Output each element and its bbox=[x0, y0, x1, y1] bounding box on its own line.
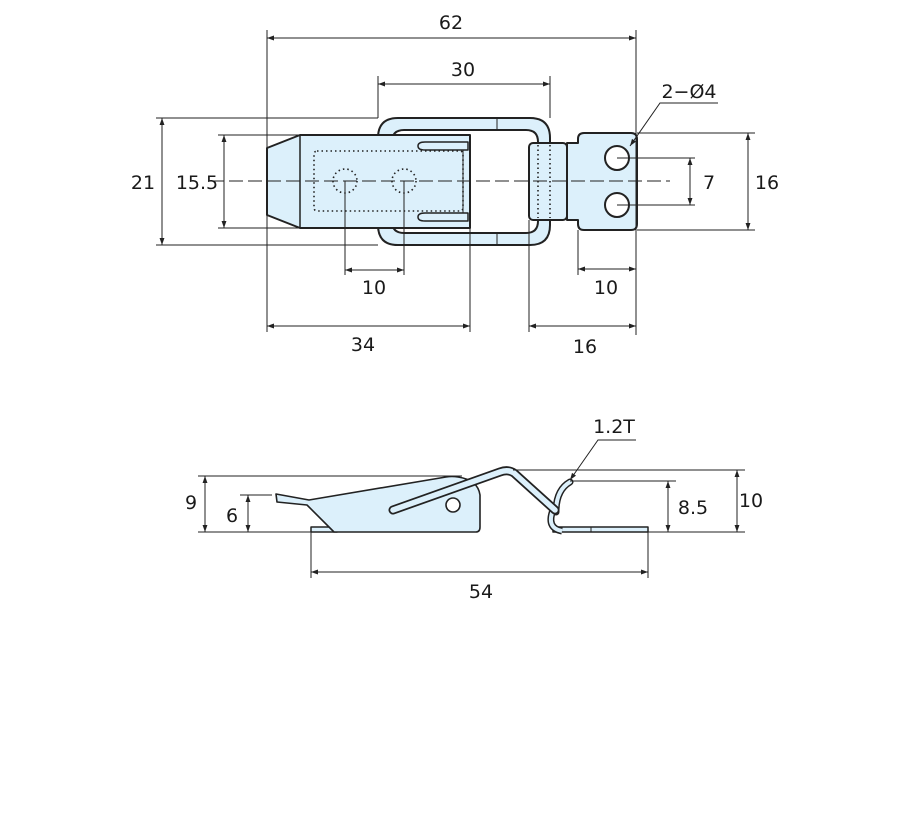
top-view: 62 30 21 15.5 10 34 16 10 7 16 2−Ø4 bbox=[131, 12, 779, 358]
lever-side bbox=[275, 475, 481, 533]
hole-callout: 2−Ø4 bbox=[661, 81, 716, 103]
side-view: 9 6 8.5 10 54 1.2T bbox=[185, 416, 763, 603]
extension-lines bbox=[156, 30, 755, 335]
side-dimension-lines bbox=[202, 439, 740, 575]
dim-54: 54 bbox=[469, 581, 493, 603]
dim-62: 62 bbox=[439, 12, 463, 34]
hinge-slot-bottom bbox=[417, 212, 469, 222]
dim-10-side: 10 bbox=[739, 490, 763, 512]
dim-34: 34 bbox=[351, 334, 375, 356]
dim-9: 9 bbox=[185, 492, 197, 514]
dim-16-bottom: 16 bbox=[573, 336, 597, 358]
dim-10-left: 10 bbox=[362, 277, 386, 299]
dim-15-5: 15.5 bbox=[176, 172, 218, 194]
side-extension-lines bbox=[198, 469, 745, 578]
pivot-hole bbox=[445, 497, 461, 513]
dim-8-5: 8.5 bbox=[678, 497, 708, 519]
dimension-lines bbox=[159, 35, 751, 329]
dim-10-right: 10 bbox=[594, 277, 618, 299]
thickness-callout: 1.2T bbox=[593, 416, 635, 438]
base-plate-right bbox=[552, 526, 649, 533]
dim-16-right: 16 bbox=[755, 172, 779, 194]
hinge-slot-top bbox=[417, 141, 469, 151]
dim-7: 7 bbox=[703, 172, 715, 194]
dim-6: 6 bbox=[226, 505, 238, 527]
dim-30: 30 bbox=[451, 59, 475, 81]
dim-21: 21 bbox=[131, 172, 155, 194]
